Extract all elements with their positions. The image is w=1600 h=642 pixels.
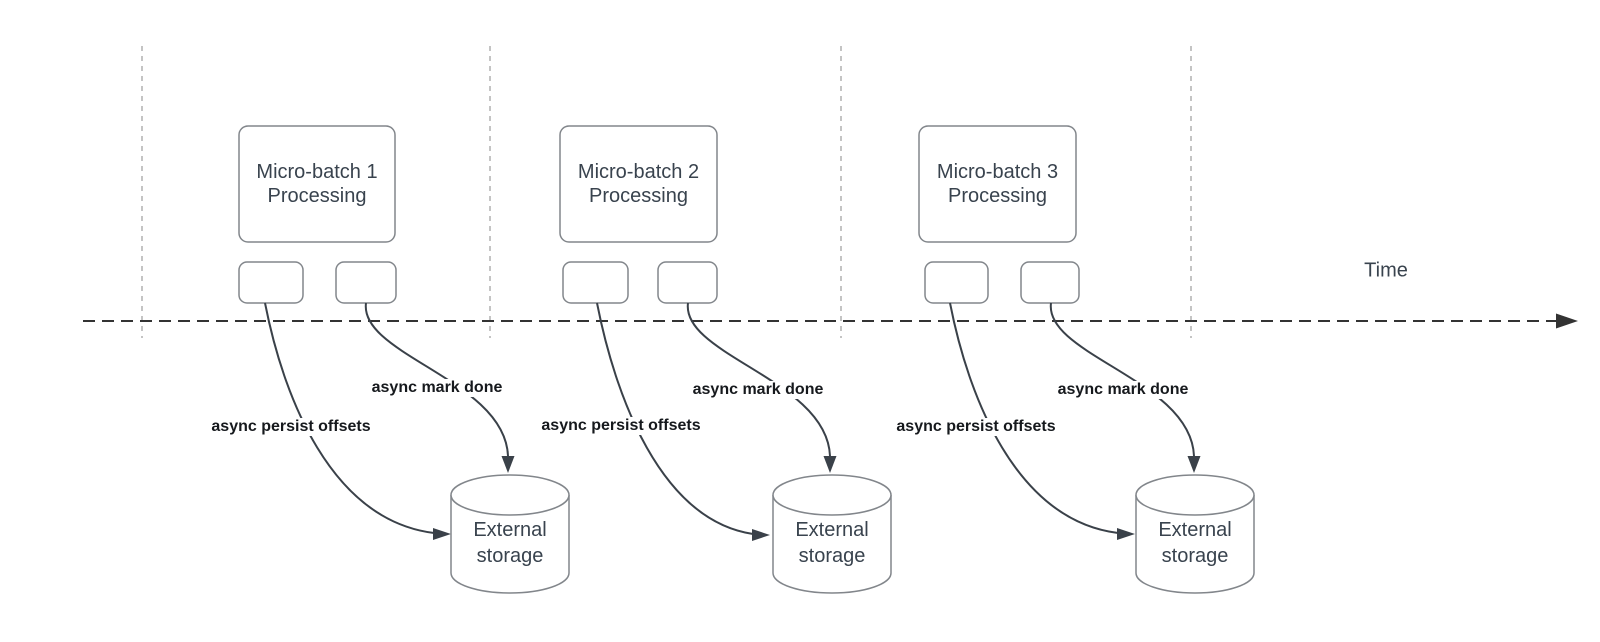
persist-offsets-arrowhead-icon [1117,528,1135,540]
microbatch-group-1 [238,125,570,594]
micro-batch-box [238,125,396,243]
persist-offsets-label: async persist offsets [538,417,704,435]
storage-label-line2: storage [798,545,866,567]
persist-offsets-arrow [949,302,1119,534]
external-storage-3-label: External storage [1136,501,1254,585]
external-storage-1-label: External storage [451,501,569,585]
persist-offsets-arrowhead-icon [752,529,770,541]
external-storage-cylinder [1135,474,1255,594]
mark-done-arrowhead-icon [501,456,515,473]
storage-label-line1: External [1158,519,1232,541]
cylinder-body [450,495,570,594]
persist-offsets-label: async persist offsets [208,418,374,436]
micro-batch-2-label-line2: Processing [589,185,688,207]
storage-label-line2: storage [1161,545,1229,567]
microbatch-group-2 [559,125,892,594]
micro-batch-3-label: Micro-batch 3 Processing [919,126,1076,242]
timeline-arrow-icon [1556,313,1578,329]
micro-batch-3-label-line1: Micro-batch 3 [936,161,1059,183]
mark-done-arrow [686,302,831,457]
micro-batch-2-label: Micro-batch 2 Processing [560,126,717,242]
micro-batch-1-label-line1: Micro-batch 1 [256,161,378,183]
micro-batch-1-label: Micro-batch 1 Processing [239,126,395,242]
micro-batch-3-label-line2: Processing [948,185,1047,207]
mark-done-label: async mark done [689,381,827,399]
offset-commit-box [238,261,304,304]
persist-offsets-arrowhead-icon [433,528,451,540]
external-storage-cylinder [772,474,892,594]
offset-commit-box [924,261,989,304]
persist-offsets-arrow [264,302,435,534]
micro-batch-box [918,125,1077,243]
cylinder-body [1135,495,1255,594]
mark-done-label: async mark done [1054,381,1192,399]
external-storage-cylinder [450,474,570,594]
done-commit-box [335,261,397,304]
storage-label-line1: External [795,519,869,541]
cylinder-top [1135,474,1255,516]
micro-batch-2-label-line1: Micro-batch 2 [577,161,700,183]
cylinder-top [450,474,570,516]
micro-batch-box [559,125,718,243]
storage-label-line1: External [473,519,547,541]
timeline [83,313,1578,329]
mark-done-arrowhead-icon [1187,456,1201,473]
cylinder-body [772,495,892,594]
batch-boundary-gridlines [141,46,1192,338]
storage-label-line2: storage [476,545,544,567]
mark-done-label: async mark done [368,379,506,397]
microbatch-group-3 [918,125,1255,594]
time-label: Time [1364,259,1408,282]
mark-done-arrowhead-icon [823,456,837,473]
persist-offsets-label: async persist offsets [893,418,1059,436]
persist-offsets-arrow [596,302,754,535]
external-storage-2-label: External storage [773,501,891,585]
mark-done-arrow [1049,302,1195,457]
done-commit-box [657,261,718,304]
mark-done-arrow [364,302,509,457]
offset-commit-box [562,261,629,304]
done-commit-box [1020,261,1080,304]
cylinder-top [772,474,892,516]
micro-batch-1-label-line2: Processing [267,185,367,207]
